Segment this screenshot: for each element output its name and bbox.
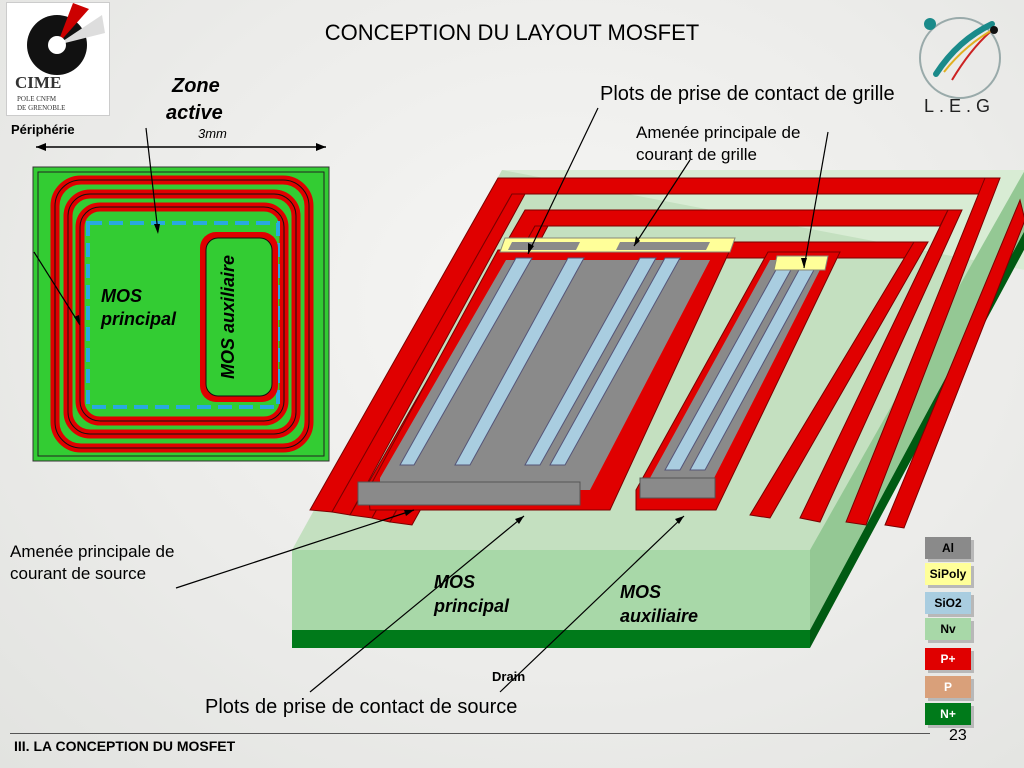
drain-label: Drain xyxy=(492,669,526,684)
plots-grille-label: Plots de prise de contact de grille xyxy=(600,83,895,105)
peripherie-label: Périphérie xyxy=(11,122,75,137)
zone-active-label-line2: active xyxy=(166,102,223,124)
mos-auxiliaire-3d-label-line2: auxiliaire xyxy=(620,606,699,626)
amenee-source-label-line2: courant de source xyxy=(10,564,147,583)
cime-logo: CIME POLE CNFM DE GRENOBLE xyxy=(6,2,110,116)
legend-n-plus: N+ xyxy=(925,703,971,725)
legend-nv-label: Nv xyxy=(940,622,956,636)
amenee-grille-label-line1: Amenée principale de xyxy=(636,123,801,142)
aux-grille-contact xyxy=(773,255,829,271)
mos-auxiliaire-area xyxy=(205,237,273,397)
legend-p-plus: P+ xyxy=(925,648,971,670)
legend-sipoly-label: SiPoly xyxy=(929,567,967,581)
leg-logo-graphic xyxy=(919,17,1001,99)
cime-logo-subtitle-1: POLE CNFM xyxy=(17,95,57,103)
footer-section-title: III. LA CONCEPTION DU MOSFET xyxy=(14,738,236,754)
legend-sio2: SiO2 xyxy=(925,592,971,614)
legend-al-label: Al xyxy=(942,541,954,555)
drain-layer-front xyxy=(292,630,810,648)
legend-n-plus-label: N+ xyxy=(940,707,956,721)
source-bar-auxiliaire xyxy=(639,477,716,499)
amenee-source-label-line1: Amenée principale de xyxy=(10,542,175,561)
legend-al: Al xyxy=(925,537,971,559)
leg-logo: L.E.G xyxy=(910,10,1010,120)
leg-logo-text: L.E.G xyxy=(924,96,996,116)
top-view-diagram xyxy=(32,127,330,462)
substrate-front-face xyxy=(292,550,810,630)
mos-principal-metal xyxy=(380,260,710,490)
cime-logo-subtitle-2: DE GRENOBLE xyxy=(17,104,66,112)
mos-principal-3d-label-line2: principal xyxy=(434,596,510,616)
plots-source-label: Plots de prise de contact de source xyxy=(205,696,518,718)
page-number: 23 xyxy=(949,727,967,744)
slide-title: CONCEPTION DU LAYOUT MOSFET xyxy=(324,20,700,45)
perspective-diagram xyxy=(292,170,1024,648)
cime-logo-graphic xyxy=(27,3,105,75)
mos-principal-top-label-line1: MOS xyxy=(101,286,143,306)
mos-auxiliaire-3d-label-line1: MOS xyxy=(620,582,662,602)
legend-sio2-label: SiO2 xyxy=(934,596,962,610)
mos-principal-top-label-line2: principal xyxy=(101,309,177,329)
mos-principal-3d-label-line1: MOS xyxy=(434,572,476,592)
legend-nv: Nv xyxy=(925,618,971,640)
legend-p-plus-label: P+ xyxy=(940,652,956,666)
footer-divider xyxy=(10,733,930,734)
amenee-grille-label-line2: courant de grille xyxy=(636,145,757,164)
legend-p-label: P xyxy=(943,680,952,694)
dimension-label: 3mm xyxy=(198,126,227,141)
legend-p: P xyxy=(925,676,971,698)
source-bar-principal xyxy=(357,481,581,506)
zone-active-label-line1: Zone xyxy=(172,75,220,97)
cime-logo-text: CIME xyxy=(15,73,62,92)
legend-sipoly: SiPoly xyxy=(925,563,971,585)
mos-principal-fingers xyxy=(399,257,681,466)
